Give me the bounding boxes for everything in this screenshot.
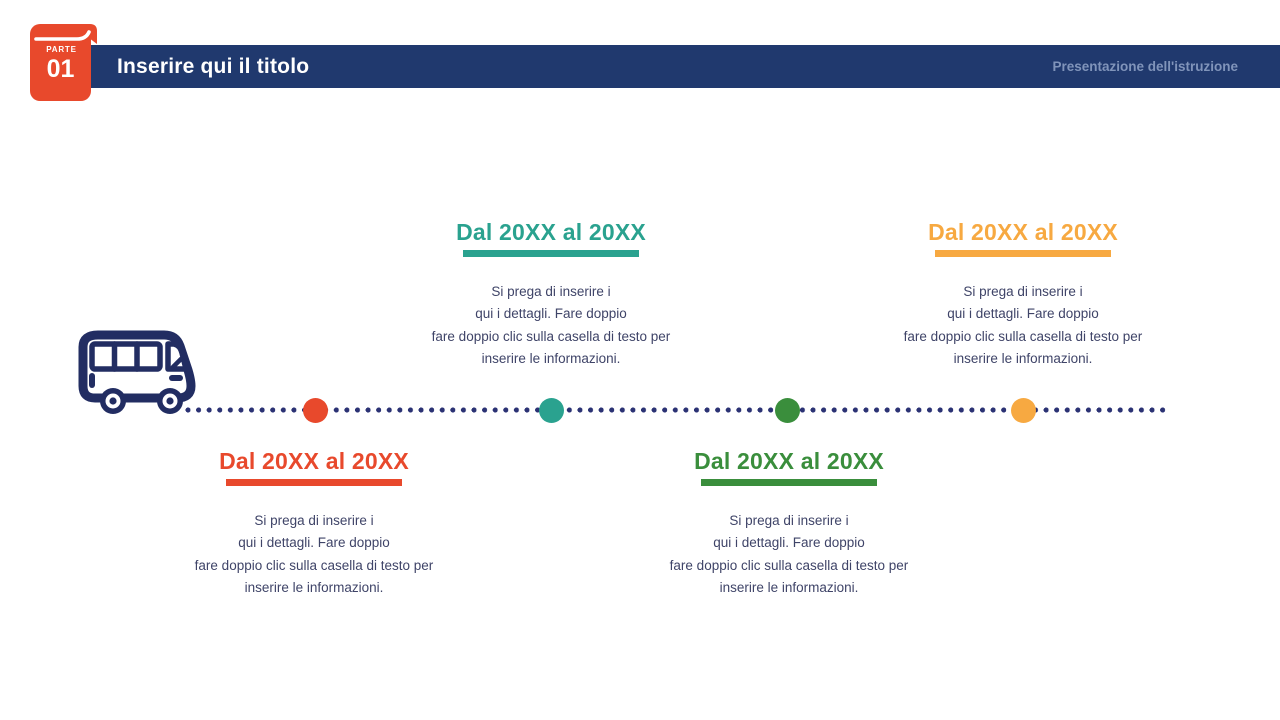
milestone-title[interactable]: Dal 20XX al 20XX [456, 219, 646, 245]
badge-text: PARTE 01 [30, 46, 91, 82]
bus-icon [76, 328, 206, 423]
milestone-body-line: inserire le informazioni. [244, 580, 384, 596]
milestone-body-line: Si prega di inserire i [963, 284, 1083, 299]
milestone-block-green[interactable]: Dal 20XX al 20XX Si prega di inserire i … [639, 447, 939, 600]
milestone-body-line: qui i dettagli. Fare doppio [475, 306, 627, 322]
milestone-title[interactable]: Dal 20XX al 20XX [219, 448, 409, 474]
milestone-body-line: qui i dettagli. Fare doppio [713, 535, 865, 551]
milestone-body-line: Si prega di inserire i [729, 513, 849, 528]
timeline-dot-yellow [1011, 398, 1036, 423]
milestone-block-red[interactable]: Dal 20XX al 20XX Si prega di inserire i … [164, 447, 464, 600]
milestone-body-line: qui i dettagli. Fare doppio [238, 535, 390, 551]
milestone-underline [935, 250, 1111, 257]
milestone-underline [226, 479, 402, 486]
milestone-body[interactable]: Si prega di inserire i qui i dettagli. F… [401, 281, 701, 371]
milestone-body[interactable]: Si prega di inserire i qui i dettagli. F… [639, 510, 939, 600]
slide-title[interactable]: Inserire qui il titolo [117, 54, 310, 78]
milestone-body-line: Si prega di inserire i [254, 513, 374, 528]
milestone-title[interactable]: Dal 20XX al 20XX [694, 448, 884, 474]
milestone-underline [701, 479, 877, 486]
milestone-body-line: fare doppio clic sulla casella di testo … [669, 557, 909, 573]
header-bar: Inserire qui il titolo Presentazione del… [88, 45, 1280, 88]
milestone-body-line: fare doppio clic sulla casella di testo … [431, 328, 671, 344]
milestone-body-line: fare doppio clic sulla casella di testo … [903, 328, 1143, 344]
badge-part-number: 01 [46, 55, 75, 83]
milestone-body[interactable]: Si prega di inserire i qui i dettagli. F… [164, 510, 464, 600]
milestone-body-line: inserire le informazioni. [719, 580, 859, 596]
milestone-block-yellow[interactable]: Dal 20XX al 20XX Si prega di inserire i … [873, 218, 1173, 371]
milestone-body-line: Si prega di inserire i [491, 284, 611, 299]
milestone-body-line: qui i dettagli. Fare doppio [947, 306, 1099, 322]
timeline-dot-green [775, 398, 800, 423]
badge-part-label: PARTE [46, 45, 77, 54]
timeline-dot-teal [539, 398, 564, 423]
milestone-body-line: inserire le informazioni. [953, 351, 1093, 367]
timeline-dotted-line [185, 407, 1170, 413]
milestone-body-line: inserire le informazioni. [481, 351, 621, 367]
timeline-dot-red [303, 398, 328, 423]
part-badge: PARTE 01 [30, 22, 98, 101]
presentation-subtitle[interactable]: Presentazione dell'istruzione [1052, 59, 1238, 74]
milestone-body[interactable]: Si prega di inserire i qui i dettagli. F… [873, 281, 1173, 371]
milestone-block-teal[interactable]: Dal 20XX al 20XX Si prega di inserire i … [401, 218, 701, 371]
milestone-body-line: fare doppio clic sulla casella di testo … [194, 557, 434, 573]
milestone-underline [463, 250, 639, 257]
milestone-title[interactable]: Dal 20XX al 20XX [928, 219, 1118, 245]
